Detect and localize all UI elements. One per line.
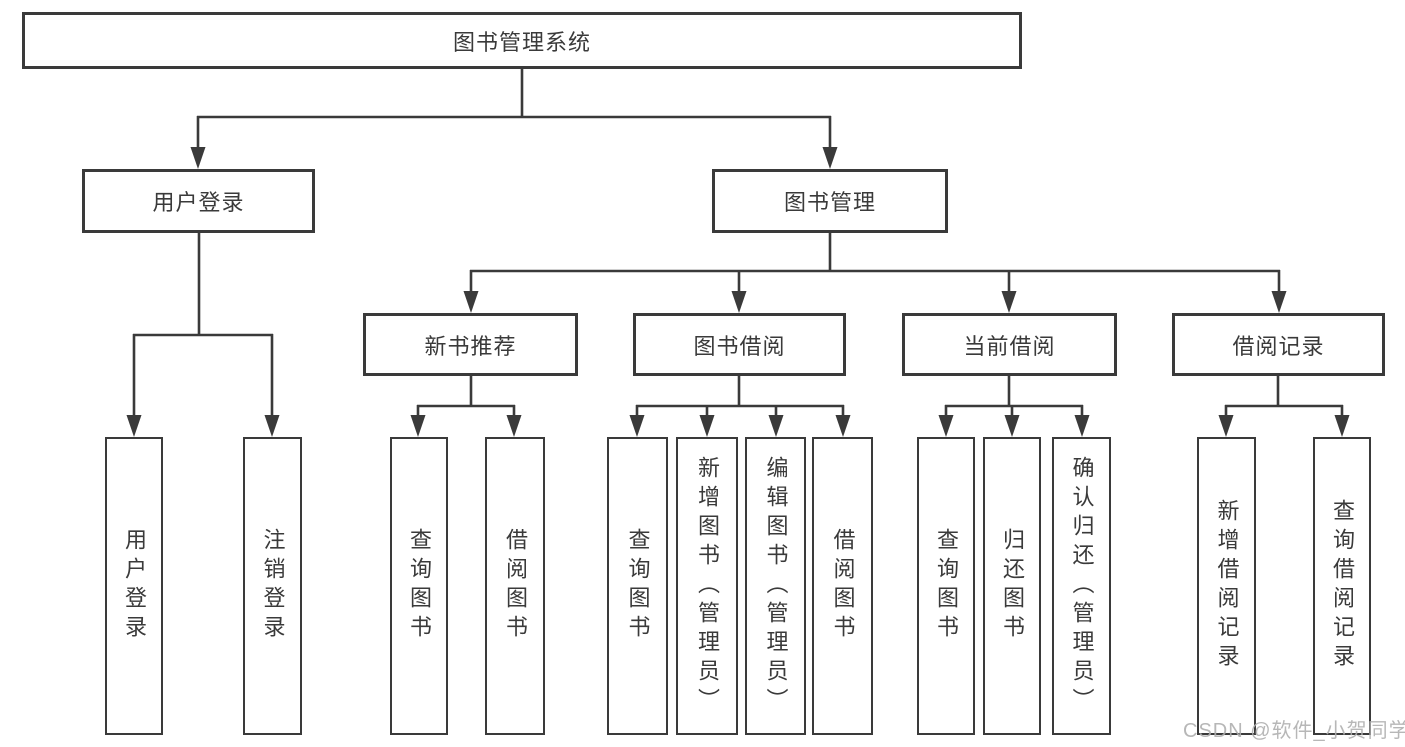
node-user-login: 用户登录	[105, 437, 163, 735]
node-query-books-recommend: 查询图书	[390, 437, 448, 735]
node-label: 新增图书（管理员）	[695, 455, 720, 717]
node-label: 用户登录	[152, 190, 245, 215]
node-label: 当前借阅	[963, 333, 1056, 359]
node-label: 图书管理系统	[452, 29, 591, 55]
node-label: 查询图书	[407, 528, 432, 644]
node-label: 借阅图书	[830, 528, 856, 644]
node-current-borrowing: 当前借阅	[902, 313, 1117, 376]
node-label: 注销登录	[260, 528, 286, 644]
node-book-borrowing: 图书借阅	[633, 313, 846, 376]
node-label: 借阅图书	[503, 528, 528, 644]
node-label: 图书管理	[783, 190, 876, 215]
node-return-books: 归还图书	[983, 437, 1041, 735]
node-label: 查询图书	[625, 528, 651, 644]
node-edit-book-admin: 编辑图书（管理员）	[745, 437, 806, 735]
node-label: 确认归还（管理员）	[1069, 455, 1095, 717]
node-add-borrow-record: 新增借阅记录	[1197, 437, 1256, 735]
node-add-book-admin: 新增图书（管理员）	[676, 437, 738, 735]
node-borrow-books-borrowing: 借阅图书	[812, 437, 873, 735]
node-user-login-group: 用户登录	[82, 169, 315, 233]
node-borrowing-records: 借阅记录	[1172, 313, 1385, 376]
node-logout: 注销登录	[243, 437, 302, 735]
node-query-books-borrowing: 查询图书	[607, 437, 668, 735]
node-label: 查询借阅记录	[1330, 499, 1355, 673]
watermark: CSDN @软件_小贺同学	[1183, 720, 1405, 742]
node-label: 编辑图书（管理员）	[763, 455, 789, 717]
node-borrow-books-recommend: 借阅图书	[485, 437, 545, 735]
node-label: 归还图书	[1000, 528, 1025, 644]
node-label: 借阅记录	[1232, 333, 1325, 359]
node-query-borrow-record: 查询借阅记录	[1313, 437, 1371, 735]
node-label: 用户登录	[122, 528, 147, 644]
node-label: 查询图书	[934, 528, 959, 644]
node-label: 新书推荐	[424, 333, 517, 359]
node-confirm-return-admin: 确认归还（管理员）	[1052, 437, 1111, 735]
node-label: 图书借阅	[693, 333, 786, 359]
node-label: 新增借阅记录	[1214, 499, 1240, 673]
node-query-books-current: 查询图书	[917, 437, 975, 735]
node-new-book-recommendation: 新书推荐	[363, 313, 578, 376]
node-library-management-system: 图书管理系统	[22, 12, 1022, 69]
node-book-management: 图书管理	[712, 169, 948, 233]
